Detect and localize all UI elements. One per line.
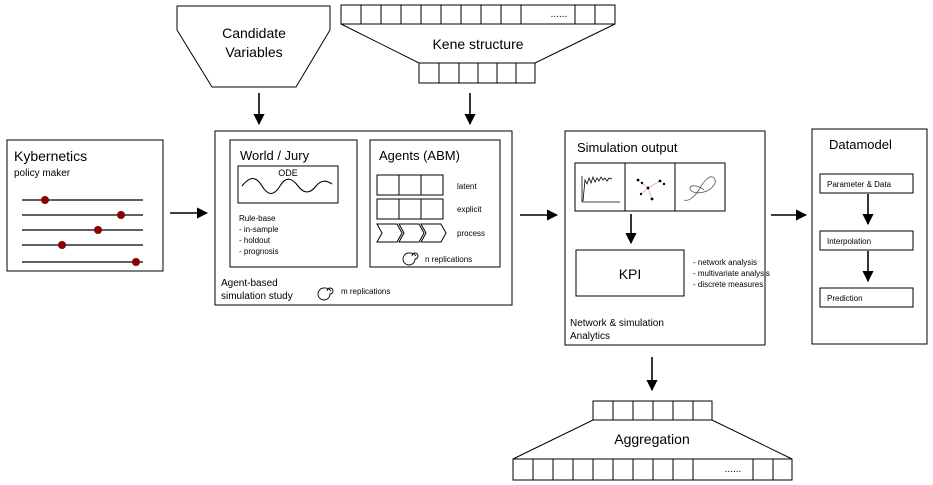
kybernetics-subtitle: policy maker bbox=[14, 168, 71, 179]
output-footer-line1: Network & simulation bbox=[570, 318, 664, 329]
agents-latent-row bbox=[376, 174, 444, 196]
world-jury-title: World / Jury bbox=[240, 148, 310, 163]
ode-box bbox=[237, 165, 339, 204]
kene-top-cells: ...... bbox=[340, 4, 616, 25]
datamodel-step-box bbox=[819, 287, 914, 308]
slider-knob bbox=[41, 196, 49, 204]
slider-knob bbox=[132, 258, 140, 266]
datamodel-step: Parameter & Data bbox=[827, 180, 892, 189]
kybernetics-box bbox=[6, 139, 164, 272]
policy-sliders bbox=[22, 196, 143, 266]
datamodel-title: Datamodel bbox=[829, 137, 892, 152]
candidate-line1: Candidate bbox=[222, 25, 286, 41]
kene-ellipsis: ...... bbox=[551, 9, 568, 20]
rule-item: - in-sample bbox=[239, 225, 279, 234]
kpi-box bbox=[575, 249, 685, 297]
slider-knob bbox=[58, 241, 66, 249]
slider-knob bbox=[117, 211, 125, 219]
network-icon bbox=[636, 178, 666, 201]
analysis-item: - multivariate analysis bbox=[693, 269, 770, 278]
aggregation-structure: Aggregation ...... bbox=[512, 400, 793, 481]
study-label-line1: Agent-based bbox=[221, 278, 278, 289]
agents-process-chevrons bbox=[376, 223, 447, 243]
aggregation-bottom-cells: ...... bbox=[512, 458, 793, 481]
analysis-item: - discrete measures bbox=[693, 280, 763, 289]
agents-row-label: latent bbox=[457, 182, 477, 191]
aggregation-top-cells bbox=[592, 400, 713, 421]
ode-wave-icon bbox=[241, 177, 333, 195]
timeseries-icon bbox=[581, 175, 620, 203]
datamodel-step: Prediction bbox=[827, 294, 863, 303]
agents-explicit-row bbox=[376, 198, 444, 220]
kybernetics-panel: Kybernetics policy maker bbox=[6, 139, 164, 272]
rule-item: - holdout bbox=[239, 236, 271, 245]
simulation-output-title: Simulation output bbox=[577, 140, 678, 155]
kene-structure: ...... Kene structure bbox=[340, 4, 616, 84]
agents-row-label: explicit bbox=[457, 205, 482, 214]
rule-item: - prognosis bbox=[239, 247, 279, 256]
aggregation-title: Aggregation bbox=[614, 431, 690, 447]
analysis-item: - network analysis bbox=[693, 258, 757, 267]
datamodel-panel: Datamodel Parameter & Data Interpolation… bbox=[811, 128, 928, 345]
candidate-line2: Variables bbox=[225, 44, 282, 60]
kpi-label: KPI bbox=[619, 266, 642, 282]
simulation-study-panel: World / Jury ODE Rule-base - in-sample -… bbox=[214, 130, 513, 306]
ode-label: ODE bbox=[278, 168, 298, 178]
attractor-icon bbox=[683, 176, 716, 201]
kene-bottom-cells bbox=[418, 62, 536, 84]
candidate-variables-funnel: Candidate Variables bbox=[176, 5, 331, 88]
datamodel-step: Interpolation bbox=[827, 237, 871, 246]
funnel-shape bbox=[176, 5, 331, 88]
simulation-output-panel: Simulation output KPI - netw bbox=[564, 130, 770, 346]
slider-knob bbox=[94, 226, 102, 234]
agents-row-label: process bbox=[457, 229, 485, 238]
m-replications: m replications bbox=[341, 287, 390, 296]
kybernetics-title: Kybernetics bbox=[14, 148, 87, 164]
datamodel-step-box bbox=[819, 230, 914, 251]
spiral-icon bbox=[317, 287, 334, 301]
spiral-icon bbox=[402, 252, 419, 266]
output-footer-line2: Analytics bbox=[570, 331, 610, 342]
n-replications: n replications bbox=[425, 255, 472, 264]
agents-title: Agents (ABM) bbox=[379, 148, 460, 163]
study-label-line2: simulation study bbox=[221, 291, 293, 302]
aggregation-ellipsis: ...... bbox=[725, 464, 742, 475]
rule-base-label: Rule-base bbox=[239, 214, 276, 223]
datamodel-step-box bbox=[819, 173, 914, 194]
kene-title: Kene structure bbox=[432, 36, 523, 52]
